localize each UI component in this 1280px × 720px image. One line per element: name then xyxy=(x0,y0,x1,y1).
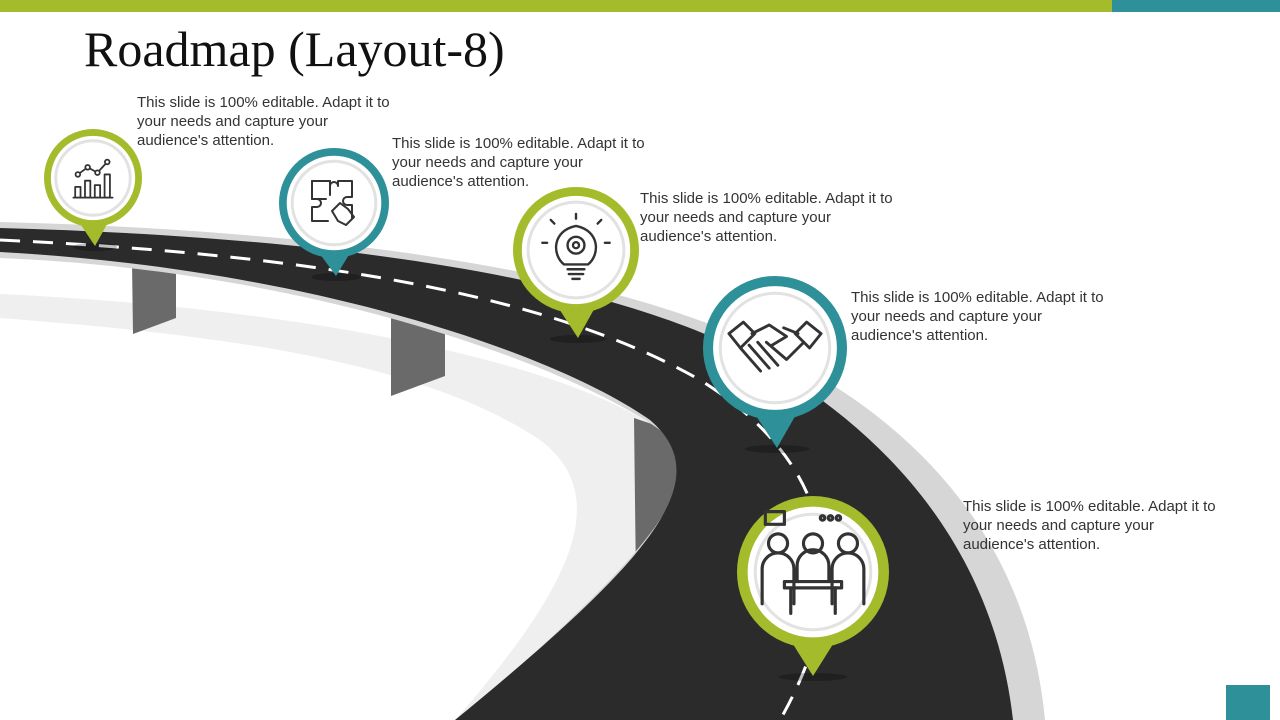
milestone-text-1: This slide is 100% editable. Adapt it to… xyxy=(137,94,390,149)
milestone-pin-4 xyxy=(703,276,847,453)
pin-shadow xyxy=(72,243,118,251)
pin-inner-ring xyxy=(290,159,378,247)
milestone-pin-1 xyxy=(44,129,142,251)
milestone-pin-2 xyxy=(279,148,389,281)
pin-shadow xyxy=(311,273,361,281)
team-meeting-icon xyxy=(760,510,866,615)
milestone-pin-3 xyxy=(513,187,639,343)
corner-accent-square xyxy=(1226,685,1270,720)
puzzle-hand-icon xyxy=(311,180,355,226)
milestone-text-4: This slide is 100% editable. Adapt it to… xyxy=(851,289,1104,344)
pin-shadow xyxy=(778,673,848,681)
top-accent-bar-teal xyxy=(1112,0,1280,12)
slide-title: Roadmap (Layout-8) xyxy=(84,21,505,77)
milestone-pin-5 xyxy=(737,496,889,681)
pin-shadow xyxy=(549,335,607,343)
road-shadow xyxy=(0,294,697,720)
idea-gear-bulb-icon xyxy=(541,212,611,281)
pin-inner-ring xyxy=(753,512,873,632)
road-pillar xyxy=(132,262,176,334)
pin-inner-ring xyxy=(54,139,132,217)
milestone-text-2: This slide is 100% editable. Adapt it to… xyxy=(392,135,645,190)
milestone-text-5: This slide is 100% editable. Adapt it to… xyxy=(963,498,1216,553)
growth-chart-icon xyxy=(72,158,114,199)
pin-inner-ring xyxy=(526,200,626,300)
pin-shadow xyxy=(744,445,810,453)
milestone-text-3: This slide is 100% editable. Adapt it to… xyxy=(640,190,893,245)
handshake-icon xyxy=(727,320,823,373)
top-accent-bar-green xyxy=(0,0,1112,12)
